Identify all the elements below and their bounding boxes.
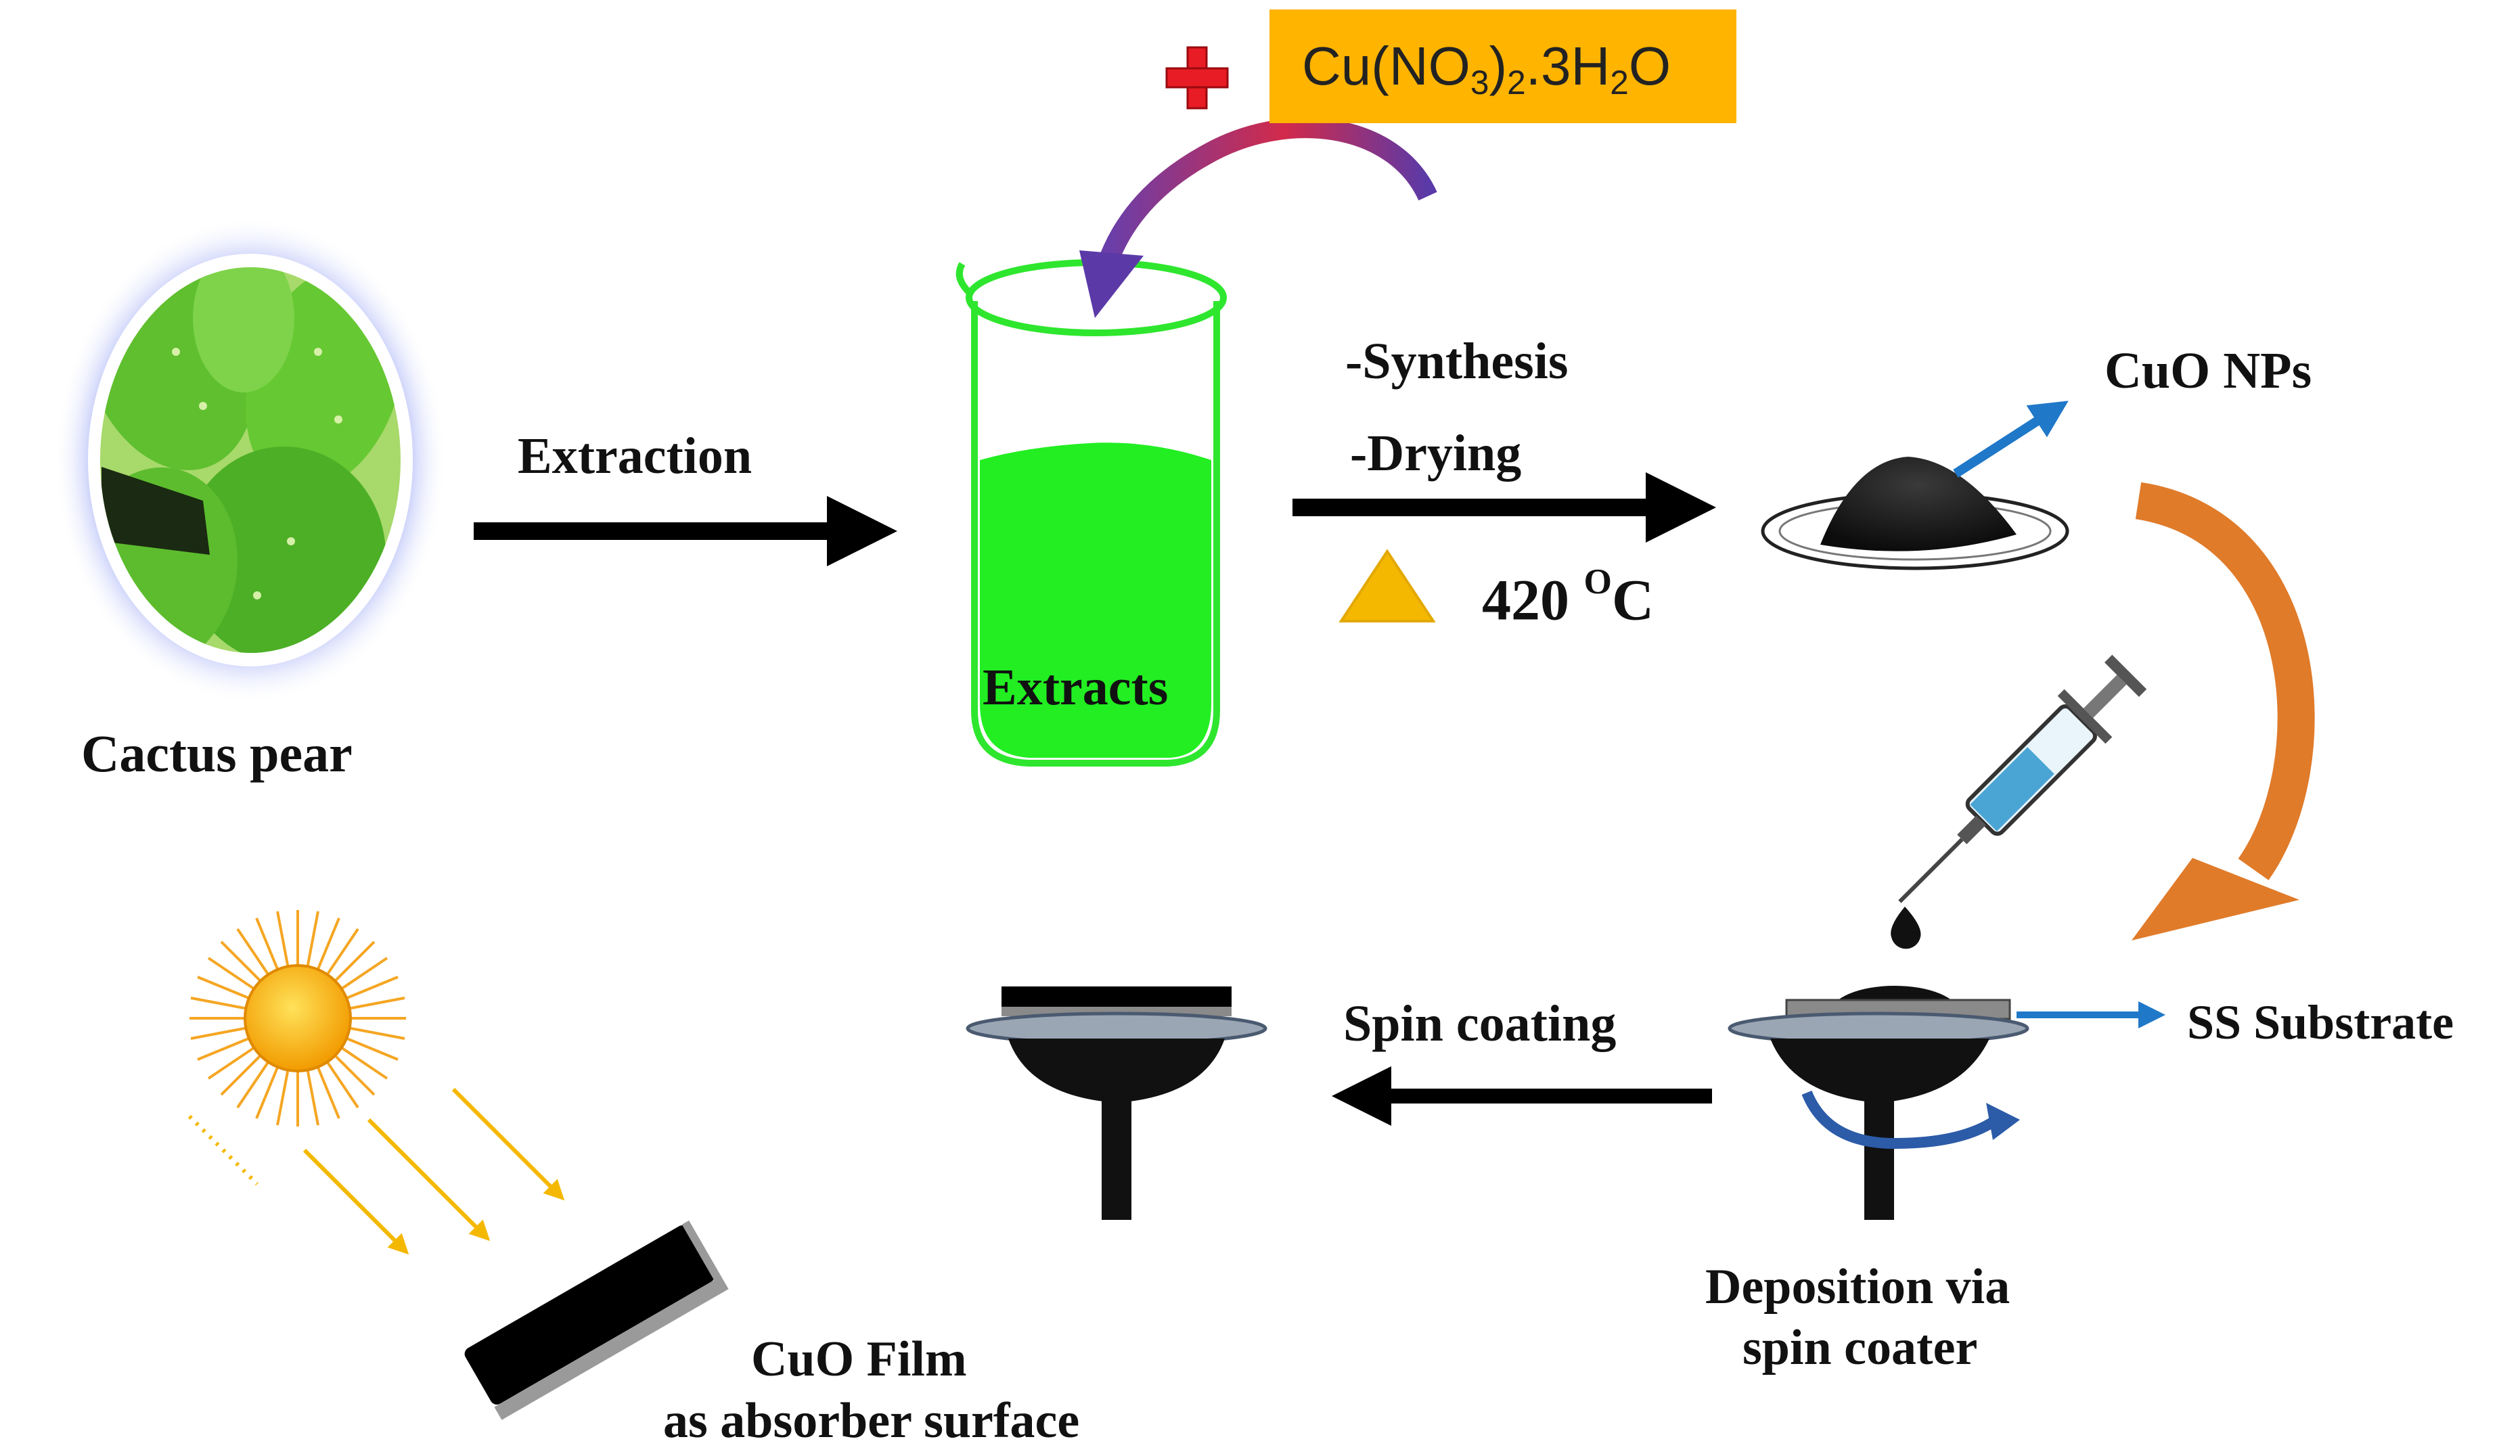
powder-dish-icon	[1761, 457, 2069, 570]
beaker-icon	[955, 259, 1227, 767]
spin-coater-icon	[1728, 986, 2029, 1220]
cuo-film-icon	[464, 1220, 729, 1420]
cuo-film-label-line1: CuO Film	[751, 1332, 967, 1387]
coated-spin-coater-icon	[966, 986, 1267, 1220]
syringe-icon	[1898, 654, 2147, 903]
spin-coating-label: Spin coating	[1343, 995, 1617, 1052]
reagent-curved-arrow	[1100, 118, 1437, 261]
cactus-pear-label: Cactus pear	[81, 724, 353, 783]
orange-curved-arrow	[2135, 482, 2315, 880]
cuo-nps-pointer-arrow	[1953, 401, 2069, 478]
sun-icon	[189, 910, 406, 1127]
heat-triangle-icon	[1338, 549, 1436, 622]
drying-label: -Drying	[1350, 425, 1522, 482]
reagent-box	[1269, 9, 1736, 123]
deposition-label-line2: spin coater	[1742, 1320, 1978, 1375]
cuo-film-label-line2: as absorber surface	[663, 1393, 1080, 1449]
synthesis-label: -Synthesis	[1345, 333, 1569, 390]
deposition-label-line1: Deposition via	[1705, 1259, 2010, 1315]
temperature-label: 420 OC	[1482, 561, 1655, 633]
ss-substrate-label: SS Substrate	[2187, 995, 2454, 1049]
cactus-pear-image	[54, 217, 447, 704]
reagent-formula: Cu(NO3)2.3H2O	[1302, 36, 1671, 101]
extracts-label: Extracts	[983, 659, 1169, 716]
cuo-nps-label: CuO NPs	[2105, 342, 2312, 399]
droplet-icon	[1891, 907, 1921, 949]
light-arrows	[187, 1087, 565, 1255]
plus-icon	[1165, 46, 1229, 110]
extraction-label: Extraction	[518, 428, 752, 484]
